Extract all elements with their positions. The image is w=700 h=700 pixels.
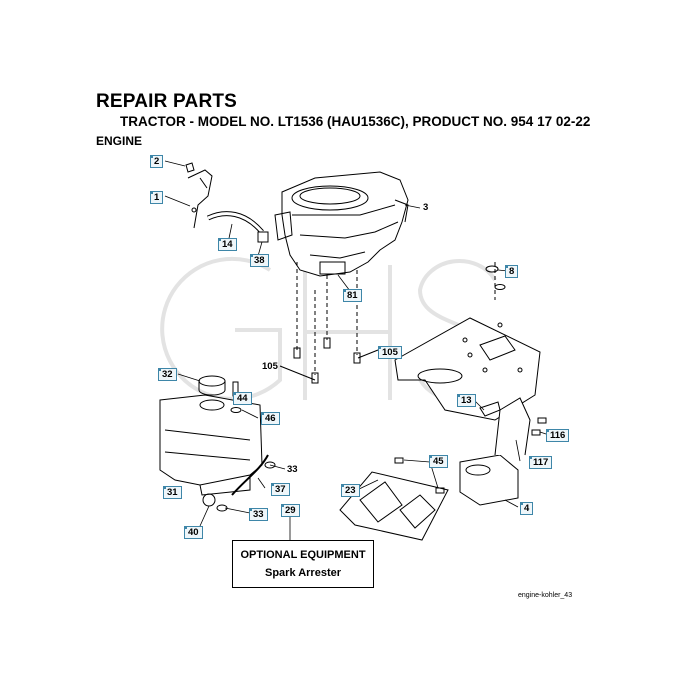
- engine-block: [274, 171, 409, 277]
- callout-3: 3: [423, 202, 429, 213]
- callout-4: 4: [520, 502, 534, 515]
- callout-32: 32: [158, 368, 177, 381]
- optional-equipment-box: OPTIONAL EQUIPMENT Spark Arrester: [232, 540, 374, 588]
- fuel-line-37: [231, 454, 269, 496]
- engine-frame-plate: [394, 262, 541, 421]
- optional-equipment-title: OPTIONAL EQUIPMENT: [240, 549, 366, 561]
- callout-37: 37: [271, 483, 290, 496]
- callout-40: 40: [184, 526, 203, 539]
- callout-44: 44: [233, 392, 252, 405]
- page-title: REPAIR PARTS: [96, 91, 238, 112]
- screws-105: [279, 262, 379, 384]
- callout-29: 29: [281, 504, 300, 517]
- diagram-reference: engine-kohler_43: [518, 592, 573, 599]
- callout-117: 117: [529, 456, 553, 469]
- callout-14: 14: [218, 238, 237, 251]
- bolts-116: [531, 417, 547, 436]
- muffler: [459, 454, 519, 506]
- callout-13: 13: [457, 394, 476, 407]
- fuel-tank: [159, 394, 263, 496]
- bracket-13: [479, 401, 501, 417]
- fitting-38: [257, 231, 269, 243]
- callout-8: 8: [505, 265, 519, 278]
- callout-1: 1: [150, 191, 164, 204]
- bolt-8: [485, 265, 506, 290]
- callout-46: 46: [261, 412, 280, 425]
- callout-2: 2: [150, 155, 164, 168]
- exhaust-pipe: [494, 397, 531, 456]
- grommet-40: [202, 493, 216, 507]
- callout-33-upper: 33: [287, 464, 298, 475]
- callout-116: 116: [546, 429, 570, 442]
- washer-46: [230, 407, 242, 413]
- throttle-control: [185, 162, 213, 229]
- callout-105-left: 105: [262, 361, 278, 372]
- callout-81: 81: [343, 289, 362, 302]
- callout-45: 45: [429, 455, 448, 468]
- callout-31: 31: [163, 486, 182, 499]
- spark-arrester-label: Spark Arrester: [264, 567, 342, 579]
- callout-23: 23: [341, 484, 360, 497]
- screws-45: [394, 457, 445, 494]
- callout-33-lower: 33: [249, 508, 268, 521]
- callout-105-right: 105: [378, 346, 402, 359]
- model-subtitle: TRACTOR - MODEL NO. LT1536 (HAU1536C), P…: [120, 114, 591, 129]
- heat-shield: [339, 471, 449, 541]
- section-label: ENGINE: [96, 134, 143, 148]
- callout-38: 38: [250, 254, 269, 267]
- clamp-33-upper: [264, 461, 276, 469]
